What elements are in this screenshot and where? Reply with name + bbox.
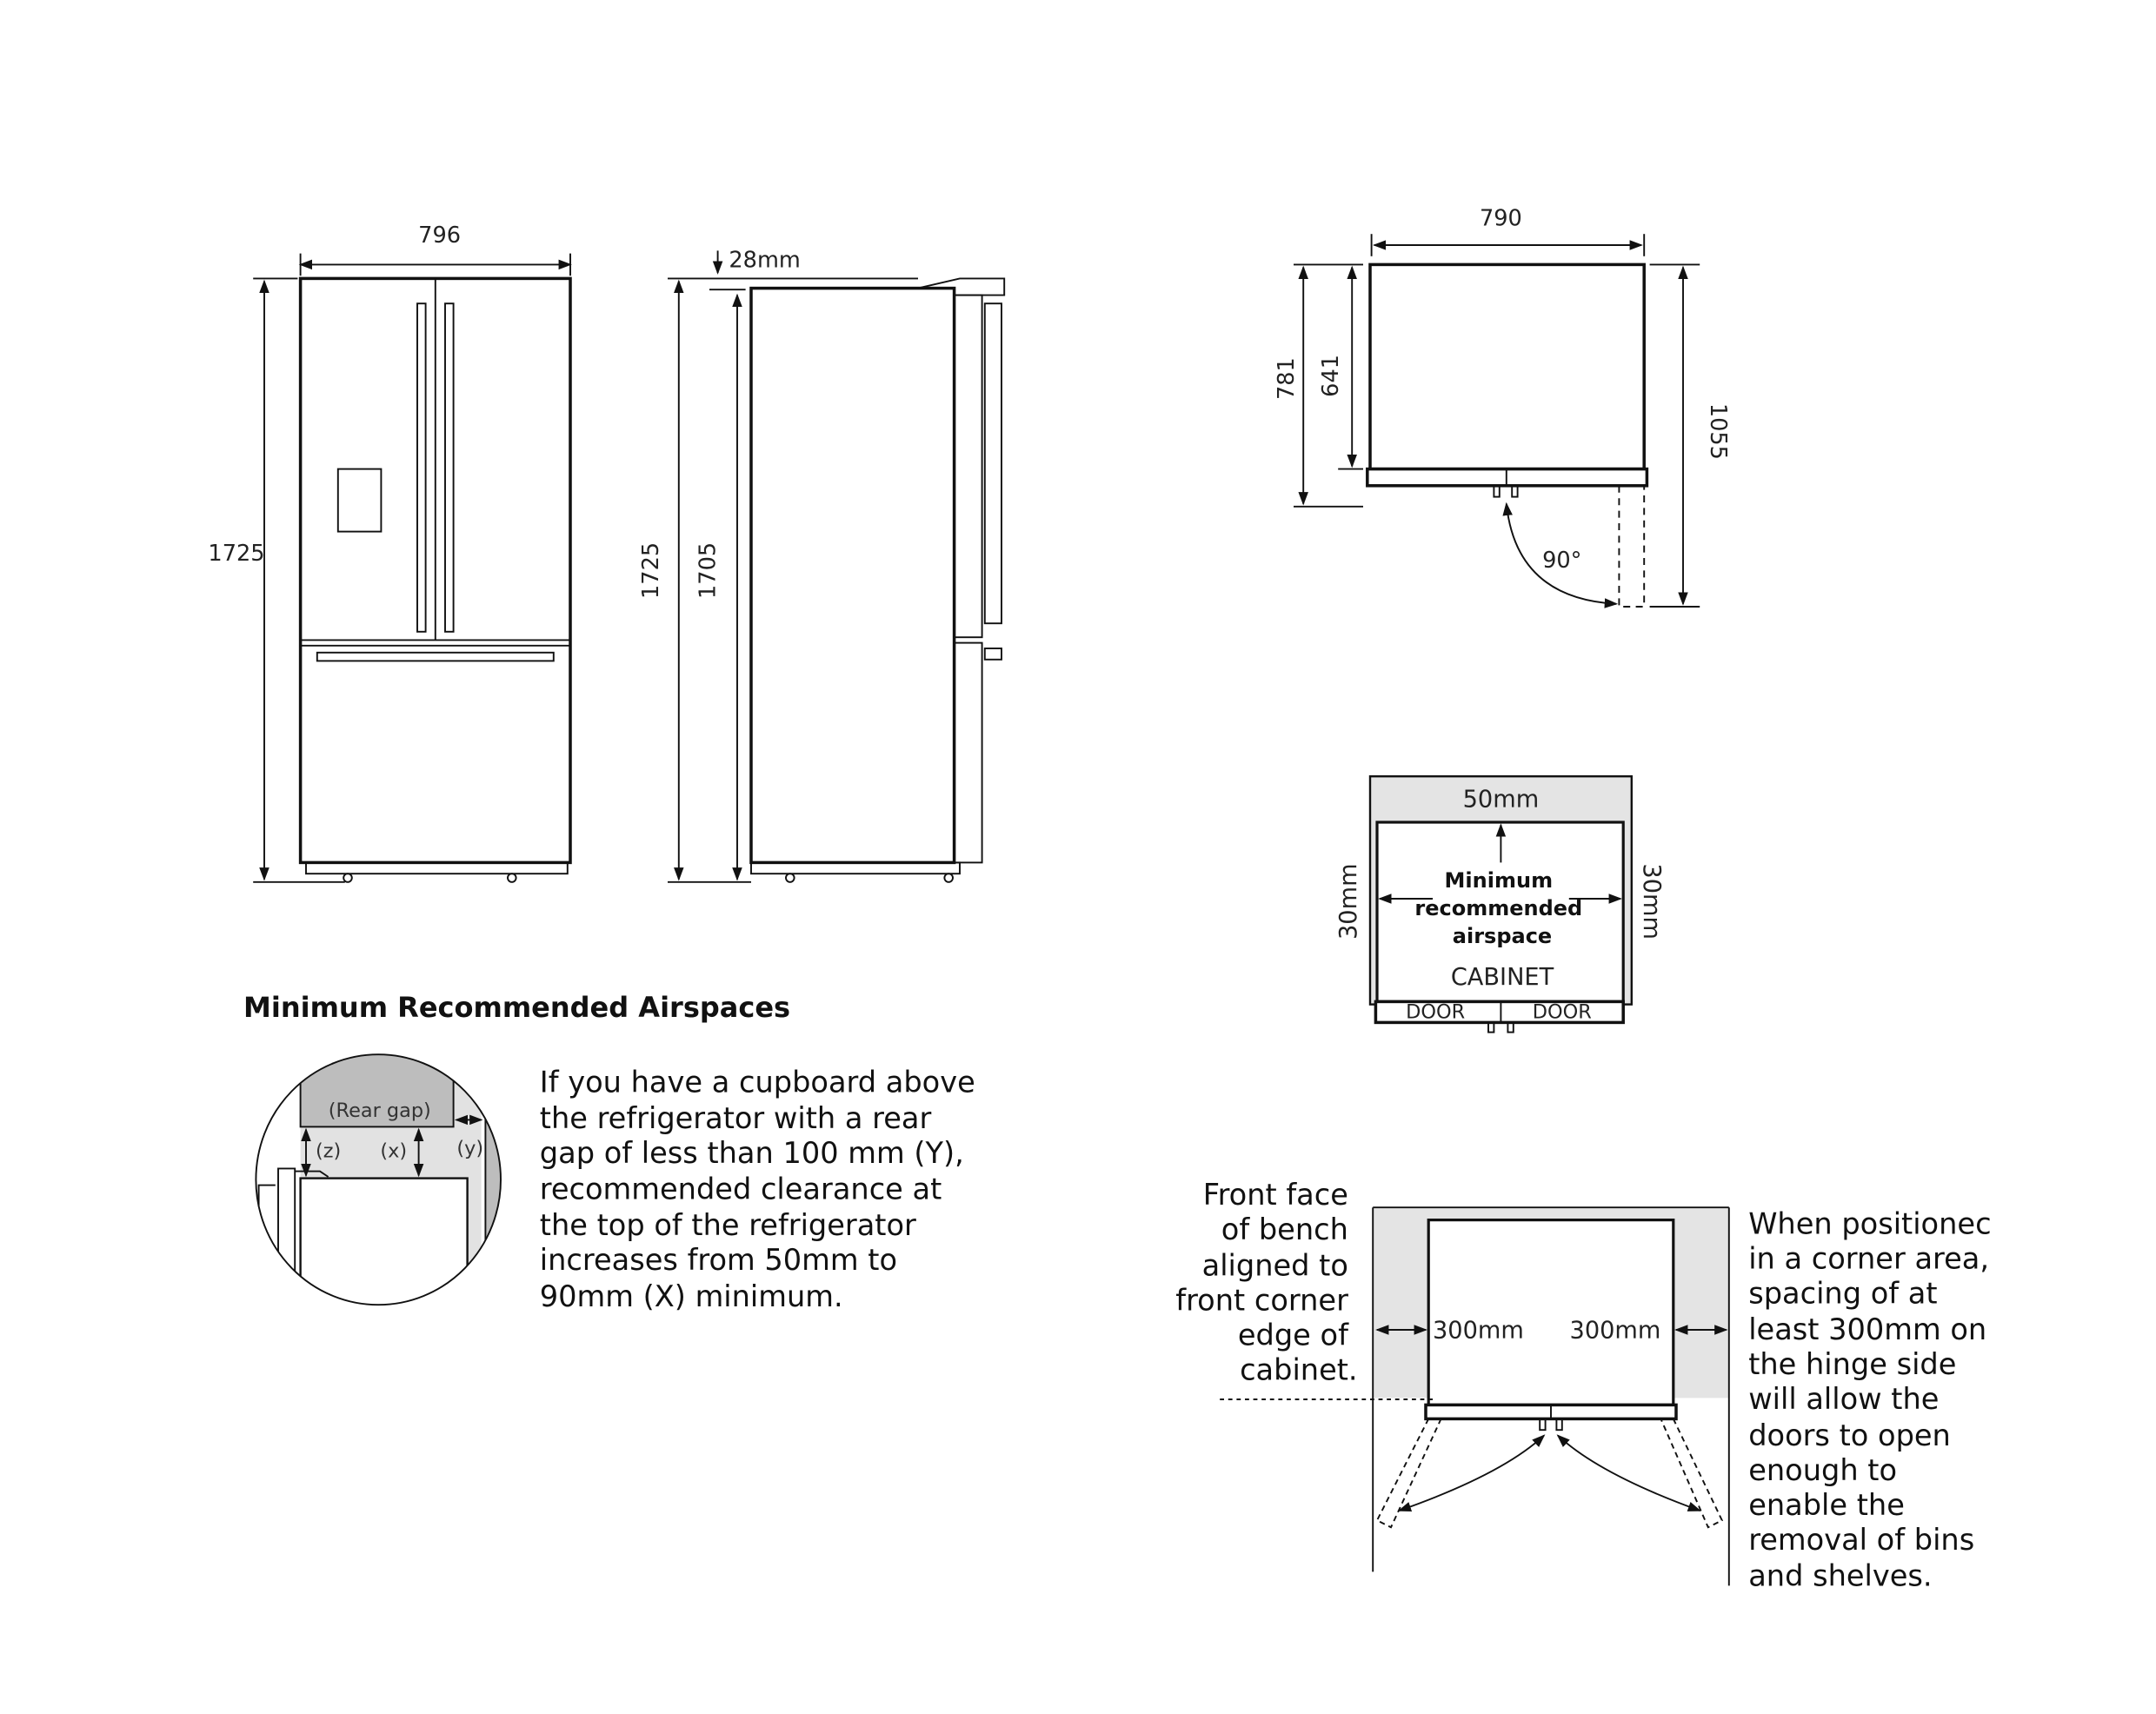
door-left-label: DOOR xyxy=(1406,1001,1465,1024)
front-height-label: 1725 xyxy=(208,541,264,567)
right-gap-label: 30mm xyxy=(1638,863,1665,940)
y-label: (y) xyxy=(456,1137,483,1159)
bench-note: Front face of bench aligned to front cor… xyxy=(1175,1178,1357,1387)
door-angle-label: 90° xyxy=(1542,548,1581,574)
top-gap-label: 50mm xyxy=(1463,786,1540,813)
top-view: 790 781 641 1055 90° xyxy=(1274,206,1731,608)
cabinet-label: CABINET xyxy=(1451,964,1554,991)
x-label: (x) xyxy=(380,1140,407,1163)
corner-diagram: 300mm 300mm Front face of bench aligned … xyxy=(1175,1178,2000,1593)
side-view: 28mm 1725 1705 xyxy=(638,248,1006,883)
water-dispenser xyxy=(336,468,383,533)
rear-gap-detail: (Rear gap) (z) (x) (y) xyxy=(255,1053,502,1306)
airspace-diagram: 50mm 30mm 30mm Minimum recommended airsp… xyxy=(1335,775,1665,1033)
corner-left-gap-label: 300mm xyxy=(1433,1318,1524,1345)
side-height-label: 1725 xyxy=(638,542,664,599)
left-gap-label: 30mm xyxy=(1335,863,1362,940)
depth-open-label: 1055 xyxy=(1705,403,1731,460)
z-label: (z) xyxy=(316,1140,341,1163)
depth-total-label: 781 xyxy=(1274,357,1300,400)
rear-gap-label: (Rear gap) xyxy=(329,1099,431,1122)
depth-body-label: 641 xyxy=(1318,355,1344,397)
front-width-label: 796 xyxy=(418,223,461,249)
front-view: 796 1725 xyxy=(208,223,572,883)
airspace-label: Minimum recommended airspace xyxy=(1414,868,1589,948)
top-width-label: 790 xyxy=(1480,206,1522,232)
corner-note: When positionec in a corner area, spacin… xyxy=(1748,1207,2000,1593)
airspace-paragraph: If you have a cupboard above the refrige… xyxy=(540,1065,985,1312)
corner-right-gap-label: 300mm xyxy=(1570,1318,1661,1345)
top-offset-label: 28mm xyxy=(729,248,800,274)
airspaces-title: Minimum Recommended Airspaces xyxy=(243,991,790,1024)
side-body-height-label: 1705 xyxy=(695,542,721,599)
door-right-label: DOOR xyxy=(1533,1001,1592,1024)
